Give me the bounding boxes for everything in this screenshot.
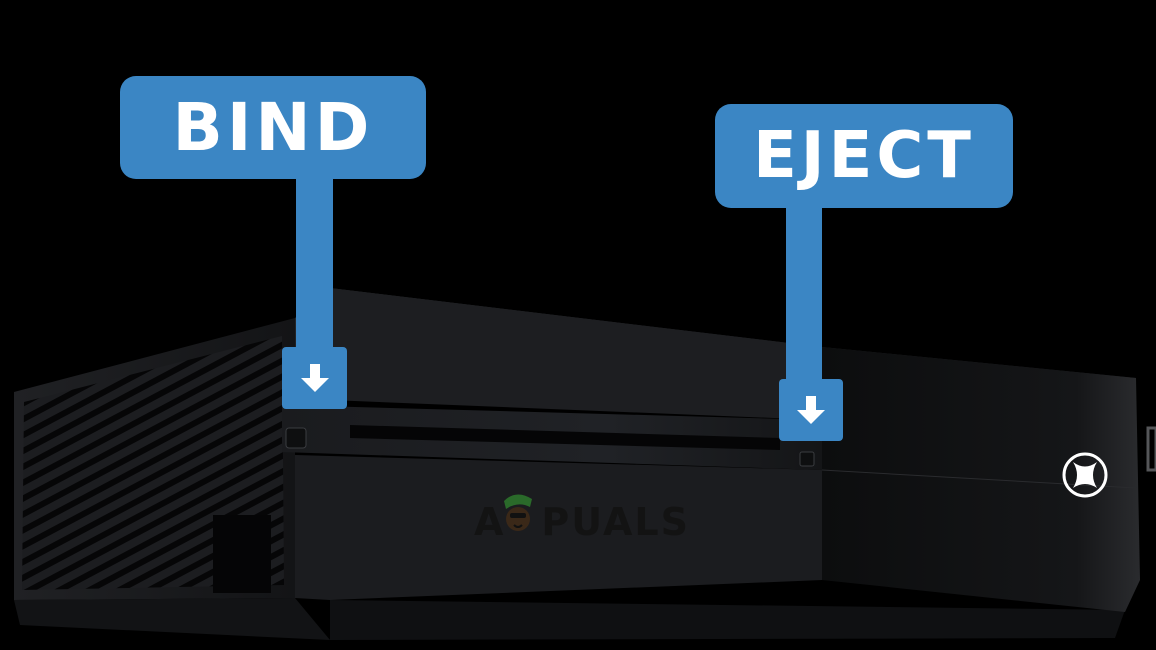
bind-arrow-shaft xyxy=(296,172,333,352)
eject-button xyxy=(799,451,815,467)
down-arrow-icon xyxy=(300,364,329,392)
console-front-lower xyxy=(14,455,1125,640)
eject-arrow-head xyxy=(779,379,843,441)
edge-logo-fragment xyxy=(1146,426,1156,472)
console-side-panel xyxy=(14,318,295,600)
bind-callout: BIND xyxy=(120,76,426,179)
console-front-upper xyxy=(282,405,822,470)
console-glossy-panel xyxy=(821,347,1140,612)
watermark: A PUALS xyxy=(474,500,690,544)
disc-slot xyxy=(350,425,780,450)
bind-callout-label: BIND xyxy=(172,89,374,166)
watermark-suffix: PUALS xyxy=(541,500,690,544)
console-logo-icon xyxy=(1062,452,1108,498)
eject-arrow-shaft xyxy=(786,200,822,384)
bind-arrow-head xyxy=(282,347,347,409)
eject-callout: EJECT xyxy=(715,104,1013,208)
watermark-prefix: A xyxy=(474,500,506,544)
down-arrow-icon xyxy=(797,396,825,424)
bind-button xyxy=(285,427,307,449)
mascot-icon xyxy=(504,494,532,531)
eject-callout-label: EJECT xyxy=(753,119,975,193)
